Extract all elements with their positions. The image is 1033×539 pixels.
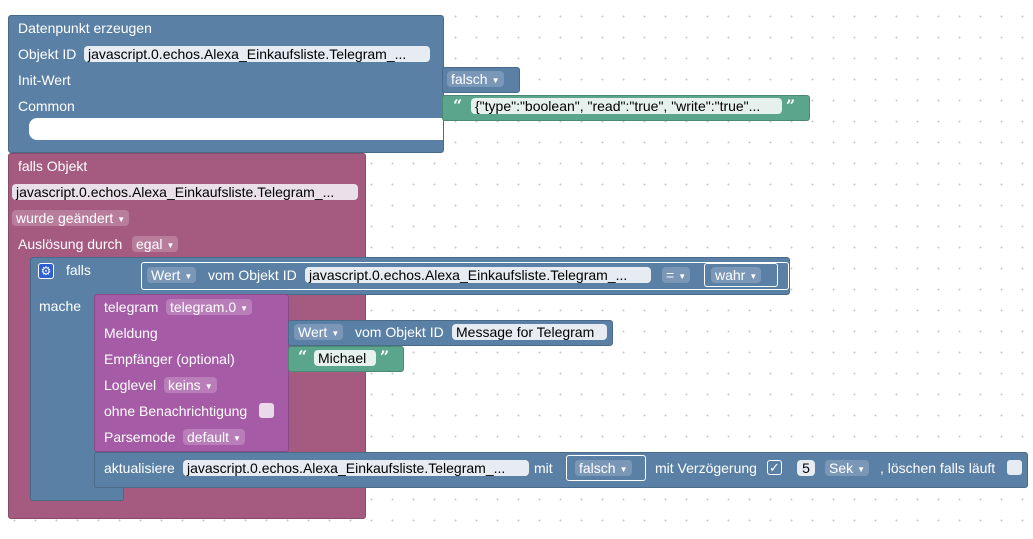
- do-label: mache: [39, 298, 82, 314]
- open-quote-icon: “: [298, 347, 308, 366]
- if-block-spine: [30, 292, 95, 498]
- telegram-label: telegram: [104, 299, 159, 315]
- delay-checkbox[interactable]: ✓: [767, 460, 782, 475]
- delay-unit-text: Sek: [829, 460, 854, 476]
- loglevel-label: Loglevel: [104, 377, 157, 393]
- compare-of-object-label: vom Objekt ID: [208, 267, 297, 283]
- chevron-down-icon: ▼: [619, 465, 628, 474]
- chevron-down-icon: ▼: [233, 434, 241, 443]
- close-quote-icon: ”: [380, 347, 390, 366]
- clear-running-checkbox[interactable]: [1007, 460, 1022, 475]
- create-state-statement-slot: [29, 118, 443, 140]
- chevron-down-icon: ▼: [240, 304, 249, 313]
- compare-property-dropdown[interactable]: Wert▼: [147, 267, 197, 283]
- parsemode-text: default: [187, 429, 230, 445]
- trigger-by-label: Auslösung durch: [18, 236, 123, 252]
- init-value-text: falsch: [451, 71, 488, 87]
- update-object-id-field[interactable]: javascript.0.echos.Alexa_Einkaufsliste.T…: [183, 460, 529, 476]
- telegram-instance-text: telegram.0: [170, 299, 237, 315]
- trigger-by-dropdown[interactable]: egal▼: [132, 236, 179, 252]
- check-icon: ✓: [769, 460, 780, 475]
- close-quote-icon: ”: [786, 96, 796, 115]
- chevron-down-icon: ▼: [204, 382, 213, 391]
- recipient-field[interactable]: Michael: [314, 350, 376, 366]
- silent-label: ohne Benachrichtigung: [104, 403, 248, 419]
- message-of-object-label: vom Objekt ID: [355, 324, 444, 340]
- telegram-instance-dropdown[interactable]: telegram.0▼: [166, 299, 253, 315]
- chevron-down-icon: ▼: [166, 241, 175, 250]
- compare-operator-text: =: [666, 267, 675, 283]
- compare-value-text: wahr: [715, 267, 746, 283]
- object-id-field[interactable]: javascript.0.echos.Alexa_Einkaufsliste.T…: [84, 46, 430, 62]
- trigger-by-text: egal: [136, 236, 163, 252]
- trigger-condition-dropdown[interactable]: wurde geändert▼: [12, 210, 130, 226]
- chevron-down-icon: ▼: [184, 272, 193, 281]
- parsemode-dropdown[interactable]: default▼: [183, 429, 245, 445]
- message-property-text: Wert: [298, 324, 328, 340]
- chevron-down-icon: ▼: [117, 215, 126, 224]
- compare-object-id-field[interactable]: javascript.0.echos.Alexa_Einkaufsliste.T…: [305, 267, 651, 283]
- delay-amount-field[interactable]: 5: [797, 460, 815, 476]
- update-with-label: mit: [534, 460, 553, 476]
- chevron-down-icon: ▼: [491, 76, 500, 85]
- update-value-dropdown[interactable]: falsch▼: [575, 460, 632, 476]
- gear-icon: ⚙: [40, 264, 52, 278]
- silent-checkbox[interactable]: [259, 403, 274, 418]
- trigger-object-id-field[interactable]: javascript.0.echos.Alexa_Einkaufsliste.T…: [12, 184, 358, 200]
- create-state-title: Datenpunkt erzeugen: [18, 20, 152, 36]
- recipient-label: Empfänger (optional): [104, 351, 235, 367]
- object-id-label: Objekt ID: [18, 46, 77, 62]
- init-value-dropdown[interactable]: falsch▼: [447, 71, 504, 87]
- chevron-down-icon: ▼: [749, 272, 758, 281]
- update-value-text: falsch: [579, 460, 616, 476]
- compare-operator-dropdown[interactable]: =▼: [662, 267, 691, 283]
- init-value-label: Init-Wert: [18, 72, 71, 88]
- compare-property-text: Wert: [151, 267, 181, 283]
- message-object-id-field[interactable]: Message for Telegram: [452, 324, 607, 340]
- message-label: Meldung: [104, 325, 158, 341]
- if-block-bottom: [30, 488, 124, 501]
- compare-value-dropdown[interactable]: wahr▼: [711, 267, 762, 283]
- chevron-down-icon: ▼: [678, 272, 687, 281]
- telegram-block[interactable]: [94, 294, 289, 452]
- gear-icon-box[interactable]: ⚙: [38, 263, 54, 279]
- open-quote-icon: “: [453, 96, 463, 115]
- common-label: Common: [18, 98, 75, 114]
- clear-running-label: , löschen falls läuft: [880, 460, 996, 476]
- parsemode-label: Parsemode: [104, 429, 176, 445]
- if-label: falls: [66, 262, 91, 278]
- trigger-condition-text: wurde geändert: [16, 210, 114, 226]
- delay-unit-dropdown[interactable]: Sek▼: [825, 460, 870, 476]
- loglevel-dropdown[interactable]: keins▼: [164, 377, 217, 393]
- delay-label: mit Verzögerung: [655, 460, 757, 476]
- trigger-title: falls Objekt: [18, 158, 88, 174]
- update-label: aktualisiere: [104, 460, 175, 476]
- chevron-down-icon: ▼: [857, 465, 866, 474]
- loglevel-text: keins: [168, 377, 201, 393]
- common-text-field[interactable]: {"type":"boolean", "read":"true", "write…: [471, 98, 782, 114]
- message-property-dropdown[interactable]: Wert▼: [294, 324, 344, 340]
- chevron-down-icon: ▼: [331, 329, 340, 338]
